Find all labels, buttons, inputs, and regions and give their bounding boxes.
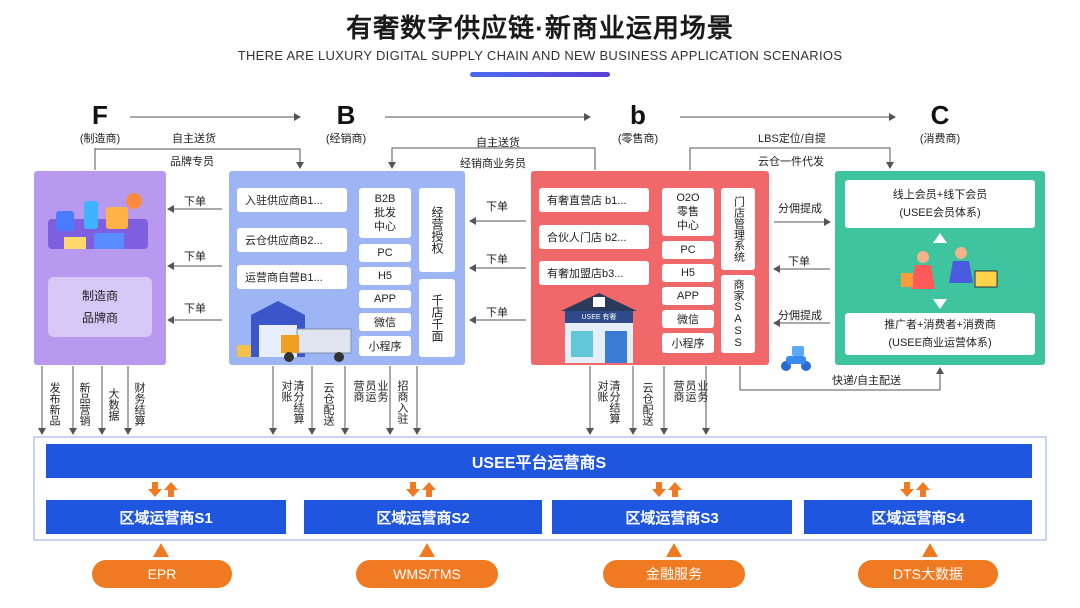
vlabel-r-1: 清分结算对账	[596, 380, 620, 424]
vlabel-b-2: 云仓配送	[322, 382, 334, 426]
channel-miniapp: 小程序	[359, 336, 411, 356]
channel-h5: H5	[359, 267, 411, 285]
distributor-side-bottom: 千店千面	[419, 279, 455, 357]
service-epr: EPR	[92, 560, 232, 588]
label-fb-delivery: 自主送货	[172, 133, 216, 145]
warehouse-truck-illustration	[237, 301, 352, 362]
manufacturer-line1: 制造商	[81, 289, 118, 303]
r-channel-miniapp: 小程序	[662, 333, 714, 353]
vlabel-b-1: 清分结算对账	[280, 380, 304, 424]
order-label-6: 下单	[486, 307, 508, 319]
actor-c-letter: C	[930, 100, 950, 130]
vlabel-f-3: 大数据	[107, 388, 119, 421]
vlabel-b-1-wrap: 清分结算对账	[278, 380, 304, 430]
label-bb-delivery: 自主送货	[476, 137, 520, 149]
actor-f-name: (制造商)	[79, 133, 121, 145]
service-finance: 金融服务	[603, 560, 745, 588]
vlabel-b-4: 招商入驻	[396, 380, 408, 424]
label-bc-cloud: 云仓一件代发	[758, 156, 824, 168]
retailer-side-top-text: 门店管理系统	[732, 196, 745, 262]
r-channel-h5: H5	[662, 264, 714, 282]
commission-label-1: 分佣提成	[778, 203, 822, 215]
shoppers-illustration	[901, 233, 998, 309]
manufacturer-box: 制造商 品牌商	[48, 277, 152, 337]
region-s4: 区域运营商S4	[804, 500, 1032, 534]
platform-main-bar: USEE平台运营商S	[46, 444, 1032, 478]
distributor-side-bottom-text: 千店千面	[430, 294, 444, 342]
consumer-operation-box: 推广者+消费者+消费商 (USEE商业运营体系)	[845, 313, 1035, 355]
actor-f-letter: F	[92, 100, 108, 130]
order-label-3: 下单	[184, 303, 206, 315]
retailer-side-top: 门店管理系统	[721, 188, 755, 270]
label-bc-lbs: LBS定位/自提	[758, 133, 826, 145]
manufacturer-panel: 制造商 品牌商	[34, 171, 166, 365]
label-bb-sales: 经销商业务员	[460, 158, 526, 170]
r-channel-wechat: 微信	[662, 310, 714, 328]
vlabel-f-2: 新品营销	[78, 382, 90, 426]
supplier-self: 运营商自营B1...	[237, 265, 347, 289]
store-b2: 合伙人门店 b2...	[539, 225, 649, 249]
channel-b2b: B2B 批发 中心	[359, 188, 411, 238]
manufacturer-line2: 品牌商	[81, 311, 118, 325]
store-b3: 有奢加盟店b3...	[539, 261, 649, 285]
vlabel-r-3-wrap: 业务员运营商	[672, 380, 708, 430]
title-underline	[470, 72, 610, 77]
order-label-5: 下单	[486, 254, 508, 266]
actor-r-letter: b	[630, 100, 646, 130]
consumer-top-line2: (USEE会员体系)	[899, 207, 981, 219]
retailer-side-bottom-text: 商家SASS	[732, 279, 744, 349]
region-s1: 区域运营商S1	[46, 500, 286, 534]
vlabel-r-1-wrap: 清分结算对账	[596, 380, 622, 430]
scooter-icon	[781, 346, 811, 371]
service-wms-tms: WMS/TMS	[356, 560, 498, 588]
vlabel-b-3-wrap: 业务员运营商	[352, 380, 388, 430]
vlabel-f-1: 发布新品	[48, 382, 60, 426]
actor-b-letter: B	[336, 100, 356, 130]
service-big-data: DTS大数据	[858, 560, 998, 588]
consumer-panel: 线上会员+线下会员 (USEE会员体系) 推广者+消费者+消费商 (USEE商业…	[835, 171, 1045, 365]
region-s3: 区域运营商S3	[552, 500, 792, 534]
order-label-4: 下单	[486, 201, 508, 213]
retailer-panel: 有奢直营店 b1... 合伙人门店 b2... 有奢加盟店b3... O2O 零…	[531, 171, 769, 365]
channel-pc: PC	[359, 244, 411, 262]
consumer-top-line1: 线上会员+线下会员	[892, 189, 988, 201]
factory-illustration	[48, 193, 148, 249]
region-s2: 区域运营商S2	[304, 500, 542, 534]
vlabel-f-4: 财务结算	[133, 382, 145, 426]
order-label-2: 下单	[184, 251, 206, 263]
order-label-c: 下单	[788, 256, 810, 268]
page-title: 有奢数字供应链·新商业运用场景	[346, 13, 734, 43]
store-b1: 有奢直营店 b1...	[539, 188, 649, 212]
retailer-side-bottom: 商家SASS	[721, 275, 755, 353]
distributor-panel: 入驻供应商B1... 云仓供应商B2... 运营商自营B1... B2B 批发 …	[229, 171, 465, 365]
order-label-1: 下单	[184, 196, 206, 208]
r-channel-pc: PC	[662, 241, 714, 259]
distributor-side-top: 经营授权	[419, 188, 455, 272]
channel-app: APP	[359, 290, 411, 308]
consumer-bottom-line2: (USEE商业运营体系)	[888, 337, 992, 349]
supplier-b1: 入驻供应商B1...	[237, 188, 347, 212]
page-subtitle: THERE ARE LUXURY DIGITAL SUPPLY CHAIN AN…	[237, 48, 843, 63]
consumer-bottom-line1: 推广者+消费者+消费商	[884, 319, 996, 331]
label-fb-brand: 品牌专员	[170, 156, 214, 168]
distributor-side-top-text: 经营授权	[430, 206, 444, 254]
actor-b-name: (经销商)	[325, 133, 367, 145]
actor-r-name: (零售商)	[617, 133, 659, 145]
store-sign: USEE 有奢	[581, 314, 617, 321]
vlabel-r-3: 业务员运营商	[672, 380, 708, 402]
actor-c-name: (消费商)	[919, 133, 961, 145]
r-channel-app: APP	[662, 287, 714, 305]
store-illustration	[561, 293, 637, 363]
vlabel-r-2: 云仓配送	[641, 382, 653, 426]
consumer-membership-box: 线上会员+线下会员 (USEE会员体系)	[845, 180, 1035, 228]
delivery-label: 快递/自主配送	[832, 375, 902, 387]
supplier-b2: 云仓供应商B2...	[237, 228, 347, 252]
commission-label-2: 分佣提成	[778, 310, 822, 322]
channel-wechat: 微信	[359, 313, 411, 331]
channel-o2o: O2O 零售 中心	[662, 188, 714, 236]
vlabel-b-3: 业务员运营商	[352, 380, 388, 402]
